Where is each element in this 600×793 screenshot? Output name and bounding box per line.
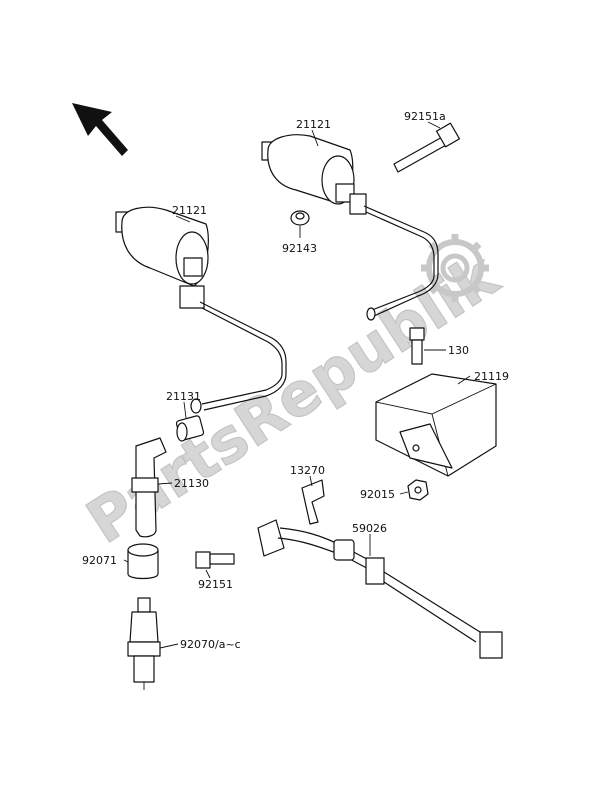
label-59026: 59026 bbox=[352, 522, 387, 535]
label-92151a: 92151a bbox=[404, 110, 446, 123]
bolt-92151a bbox=[393, 122, 461, 173]
igniter-unit-21119 bbox=[375, 373, 497, 477]
label-130: 130 bbox=[448, 344, 469, 357]
cap-21131 bbox=[175, 415, 205, 442]
label-21130: 21130 bbox=[174, 477, 209, 490]
label-92015: 92015 bbox=[360, 488, 395, 501]
label-21131: 21131 bbox=[166, 390, 201, 403]
spark-plug-92070 bbox=[127, 597, 161, 690]
callout-labels: 21121 92151a 92143 21121 130 21119 21131… bbox=[82, 110, 509, 651]
collar-92143 bbox=[290, 210, 310, 226]
gear-icon bbox=[421, 234, 489, 302]
leader-lines bbox=[123, 121, 471, 649]
label-13270: 13270 bbox=[290, 464, 325, 477]
label-92143: 92143 bbox=[282, 242, 317, 255]
label-21121-right: 21121 bbox=[296, 118, 331, 131]
label-21119: 21119 bbox=[474, 370, 509, 383]
label-92151: 92151 bbox=[198, 578, 233, 591]
bolt-130 bbox=[409, 327, 425, 365]
spark-plug-cap-21130 bbox=[131, 437, 167, 538]
pickup-coil-harness-59026 bbox=[257, 479, 503, 659]
label-92070: 92070/a~c bbox=[180, 638, 241, 651]
ignition-coil-right bbox=[261, 134, 439, 321]
front-direction-arrow-icon bbox=[72, 103, 128, 156]
label-92071: 92071 bbox=[82, 554, 117, 567]
label-21121-left: 21121 bbox=[172, 204, 207, 217]
ignition-coil-left bbox=[115, 206, 287, 414]
nut-92015 bbox=[407, 479, 429, 501]
bolt-92151 bbox=[195, 551, 235, 569]
collar-92071 bbox=[127, 543, 159, 580]
